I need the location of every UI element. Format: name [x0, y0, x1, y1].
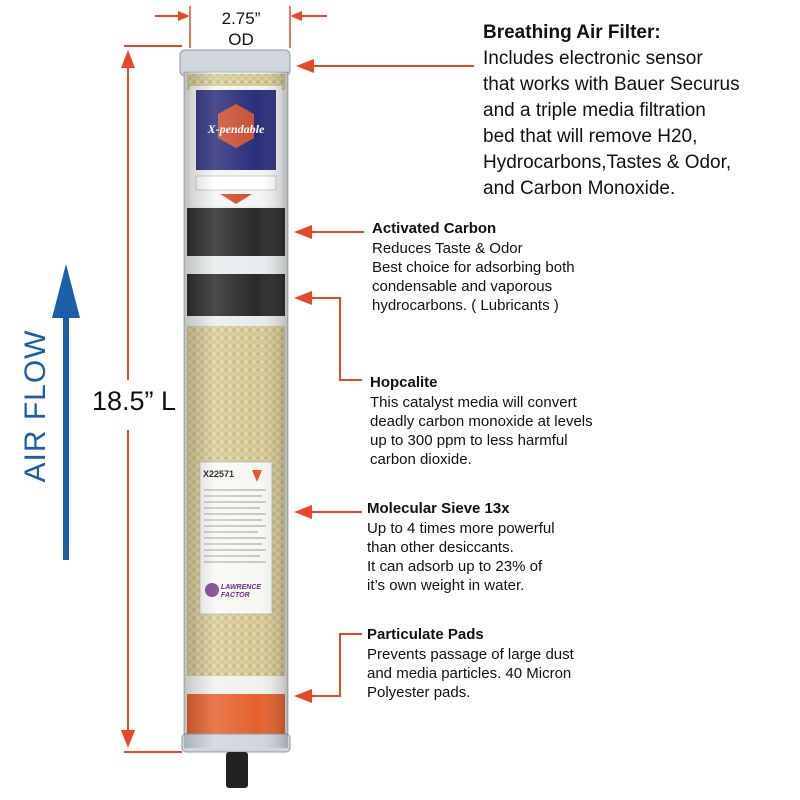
callout-title: Molecular Sieve 13x: [367, 500, 510, 517]
callout-molecular-sieve: Molecular Sieve 13x Up to 4 times more p…: [367, 500, 667, 595]
tube-shading: [184, 72, 288, 748]
callout-line: Best choice for adsorbing both: [372, 259, 575, 276]
callout-line: Reduces Taste & Odor: [372, 240, 523, 257]
part-number: X22571: [203, 469, 235, 479]
callout-line: deadly carbon monoxide at levels: [370, 413, 593, 430]
callout-title: Activated Carbon: [372, 220, 497, 237]
callout-particulate-pads: Particulate Pads Prevents passage of lar…: [367, 626, 667, 702]
length-dimension: [121, 45, 182, 753]
callout-line: Polyester pads.: [367, 684, 471, 701]
callout-line: hydrocarbons. ( Lubricants ): [372, 297, 559, 314]
main-line: and a triple media filtration: [483, 100, 706, 121]
main-line: Includes electronic sensor: [483, 48, 703, 69]
main-body: Includes electronic sensor that works wi…: [483, 46, 793, 202]
callout-line: This catalyst media will convert: [370, 394, 577, 411]
callout-hopcalite: Hopcalite This catalyst media will conve…: [370, 374, 670, 469]
air-flow-arrow-icon: [52, 264, 80, 560]
diameter-label: 2.75” OD: [198, 8, 284, 50]
main-line: that works with Bauer Securus: [483, 74, 740, 95]
callout-title: Hopcalite: [370, 374, 438, 391]
main-line: and Carbon Monoxide.: [483, 178, 676, 199]
callout-line: up to 300 ppm to less harmful: [370, 432, 568, 449]
callout-line: condensable and vaporous: [372, 278, 553, 295]
diameter-unit: OD: [228, 30, 254, 49]
length-label: 18.5” L: [90, 386, 179, 417]
air-flow-label: AIR FLOW: [19, 329, 52, 483]
callout-line: and media particles. 40 Micron: [367, 665, 572, 682]
brand-name: X-pendable: [207, 122, 265, 136]
diameter-dimension: [155, 6, 327, 48]
callout-title: Particulate Pads: [367, 626, 484, 643]
callout-line: It can adsorb up to 23% of: [367, 558, 543, 575]
main-line: bed that will remove H20,: [483, 126, 698, 147]
main-line: Hydrocarbons,Tastes & Odor,: [483, 152, 732, 173]
main-description: Breathing Air Filter: Includes electroni…: [483, 22, 793, 202]
callout-line: Prevents passage of large dust: [367, 646, 574, 663]
main-title: Breathing Air Filter:: [483, 22, 661, 43]
outlet-fitting: [226, 752, 248, 788]
callout-line: it’s own weight in water.: [367, 577, 525, 594]
callout-line: Up to 4 times more powerful: [367, 520, 555, 537]
diameter-value: 2.75”: [221, 9, 261, 28]
callout-line: than other desiccants.: [367, 539, 514, 556]
callout-arrows: [294, 59, 474, 703]
maker-name: LAWRENCE FACTOR: [221, 584, 262, 599]
callout-activated-carbon: Activated Carbon Reduces Taste & Odor Be…: [372, 220, 672, 315]
callout-line: carbon dioxide.: [370, 451, 472, 468]
